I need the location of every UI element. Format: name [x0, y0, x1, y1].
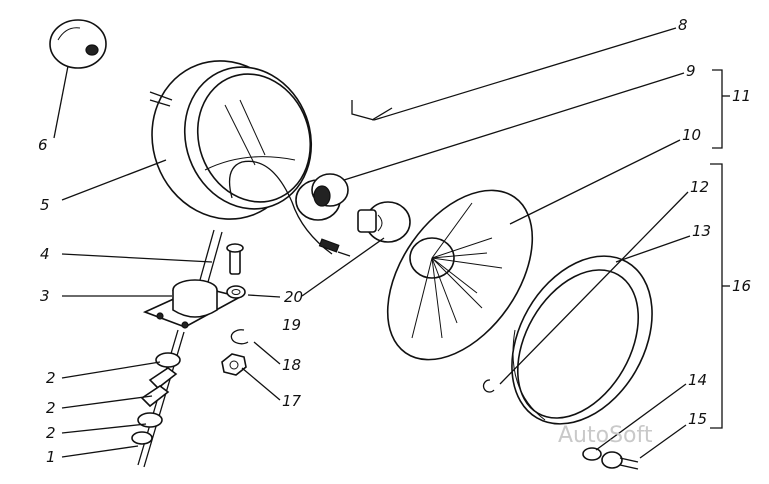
callout-4: 3	[40, 287, 50, 305]
part-8-gasket	[351, 100, 393, 121]
callout-2b: 2	[46, 424, 56, 442]
callout-13: 13	[692, 222, 711, 240]
part-6-housing	[149, 60, 351, 257]
part-4-bracket	[142, 229, 243, 329]
part-15-screw	[601, 451, 639, 470]
part-14-washer	[582, 447, 602, 461]
callout-15: 15	[688, 410, 707, 428]
callout-14: 14	[688, 371, 707, 389]
part-10-reflector	[386, 189, 534, 361]
part-12-spring-clip	[482, 379, 495, 393]
callout-17: 17	[282, 392, 302, 410]
callout-7: 6	[38, 136, 48, 154]
leader-lines	[53, 27, 730, 459]
callout-5: 4	[40, 245, 50, 263]
callout-2a: 2	[46, 369, 56, 387]
callout-1: 1	[46, 448, 56, 466]
callout-20: 20	[284, 288, 303, 306]
parts-1-3-bolt-assembly	[131, 329, 185, 468]
callout-12: 12	[690, 178, 709, 196]
part-18-clip	[230, 329, 249, 345]
part-17-nut	[221, 353, 247, 376]
callout-11: 11	[732, 87, 751, 105]
callout-10: 10	[682, 126, 701, 144]
callout-6: 5	[40, 196, 50, 214]
callout-19: 19	[282, 316, 301, 334]
callout-16: 16	[732, 277, 751, 295]
callout-9: 9	[686, 62, 696, 80]
callout-labels: 6 5 4 3 2 2 2 1 8 9 11 10 12 13 16 14 15…	[38, 16, 751, 466]
callout-8: 8	[678, 16, 688, 34]
callout-3: 2	[46, 399, 56, 417]
watermark: AutoSoft	[558, 423, 653, 448]
part-7-knob	[49, 19, 107, 69]
callout-18: 18	[282, 356, 301, 374]
part-5-screw	[226, 243, 244, 275]
part-20-bulb	[357, 201, 411, 243]
part-13-rim	[511, 255, 653, 425]
part-19-washer	[226, 285, 246, 299]
part-9-seal-ring	[295, 173, 349, 221]
